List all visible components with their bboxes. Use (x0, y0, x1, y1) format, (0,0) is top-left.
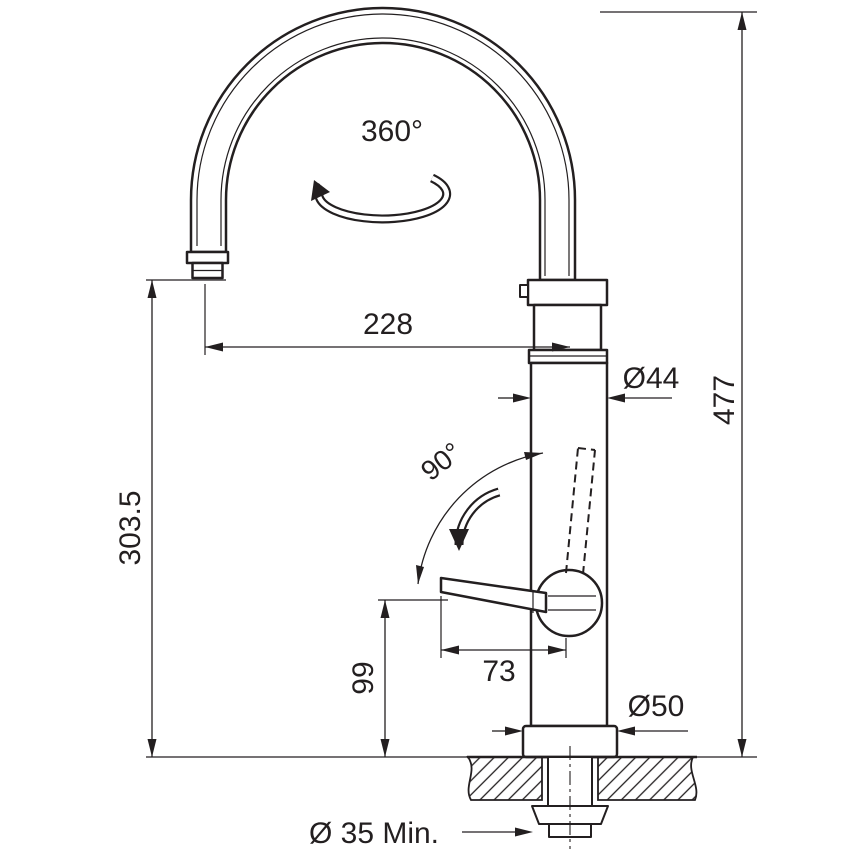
dimension-arrowhead (548, 645, 566, 655)
dim-label-total-height: 477 (708, 375, 741, 425)
dimension-arrowhead (380, 600, 390, 618)
tube-highlight-line (220, 37, 546, 276)
dim-label-spout-height: 303.5 (114, 490, 147, 565)
dimension-arrowhead (552, 342, 570, 352)
countertop-right-section (597, 756, 698, 801)
lever-swing-indicator: 90° (415, 436, 544, 585)
gooseneck-tube (189, 6, 577, 282)
dimension-arrowhead (607, 393, 625, 403)
body-top-collar (526, 278, 609, 307)
dimension-arrowhead (513, 393, 531, 403)
swing-arc-arrowhead (524, 452, 543, 460)
dimension-arrowhead (617, 726, 635, 736)
spout-gooseneck (185, 6, 577, 282)
mounting-assembly (531, 746, 609, 849)
dim-body-diameter: Ø44 (498, 362, 679, 403)
dimension-arrowhead (147, 739, 157, 757)
tube-highlight-line (196, 13, 570, 276)
swing-arc-arrowhead (416, 565, 424, 584)
dimension-arrowhead (205, 342, 223, 352)
swivel-arrowhead (311, 180, 330, 201)
body-column (529, 361, 609, 728)
faucet-body (519, 278, 619, 759)
dim-spout-reach: 228 (204, 284, 570, 355)
dim-label-body-diameter: Ø44 (623, 362, 680, 395)
dimension-arrowhead (505, 726, 523, 736)
dimension-arrowhead (737, 739, 747, 757)
countertop (466, 755, 698, 801)
swivel-arrow-icon-inner (316, 175, 449, 222)
dim-label-spout-reach: 228 (363, 308, 413, 341)
lever-phantom-edge (582, 449, 596, 575)
collar-clip-detail (519, 284, 529, 298)
leader-arrowhead (515, 827, 533, 837)
swivel-indicator: 360° (311, 115, 452, 224)
lever-handle (439, 576, 548, 614)
swing-arrowhead (449, 529, 469, 551)
dim-lever-length: 73 (440, 596, 567, 688)
lever-assembly (439, 447, 604, 638)
dimension-arrowhead (441, 645, 459, 655)
countertop-left-section (466, 756, 543, 801)
dim-label-base-diameter: Ø50 (628, 690, 685, 723)
swing-arc (417, 452, 544, 585)
body-neck (532, 303, 603, 352)
dimension-arrowhead (380, 739, 390, 757)
dimension-arrowhead (147, 280, 157, 298)
dim-total-height: 477 (600, 11, 757, 758)
dim-base-diameter: Ø50 (492, 690, 688, 736)
lever-phantom-cap (577, 447, 596, 451)
dim-label-lever-swing: 90° (415, 436, 467, 486)
dim-label-lever-length: 73 (482, 655, 515, 688)
lever-phantom-edge (565, 447, 579, 574)
dim-mounting-hole: Ø 35 Min. (309, 817, 533, 850)
dim-lever-height: 99 (347, 599, 448, 757)
dimension-arrowhead (737, 12, 747, 30)
dim-label-mounting-hole: Ø 35 Min. (309, 817, 439, 850)
dim-spout-height: 303.5 (114, 279, 467, 758)
spout-outlet-collar (185, 250, 230, 265)
dim-label-swivel-range: 360° (361, 115, 423, 148)
dim-label-lever-height: 99 (347, 661, 380, 694)
